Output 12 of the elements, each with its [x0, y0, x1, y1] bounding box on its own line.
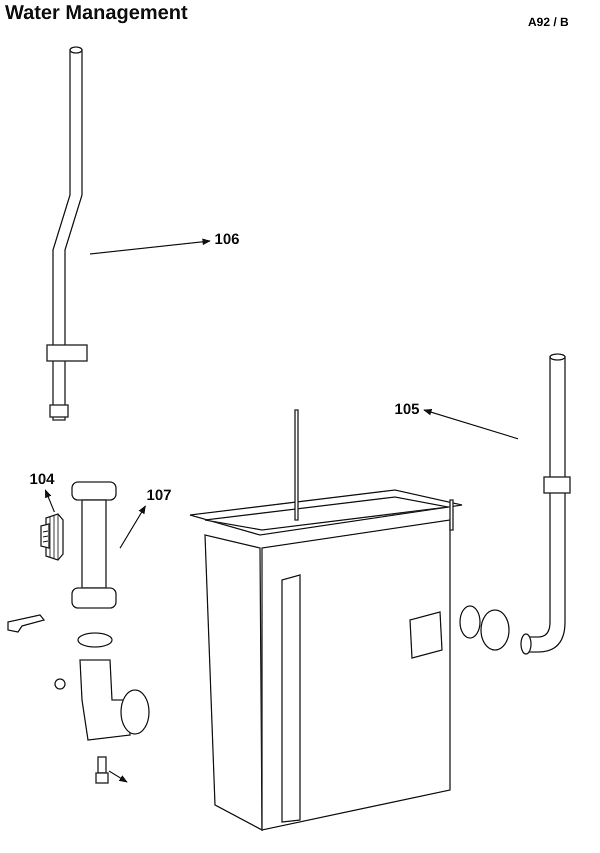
callout-number: 105 — [390, 400, 424, 420]
leader-line — [90, 238, 211, 255]
page-title: Water Management — [5, 1, 188, 26]
callout-number: 107 — [142, 486, 176, 506]
valve-knob-drawing — [40, 512, 64, 562]
callout-number: 104 — [25, 470, 59, 490]
arrow — [108, 770, 128, 783]
leader-line — [423, 409, 518, 440]
leader-line — [119, 505, 146, 548]
drawing-number: A92 / B — [528, 14, 569, 30]
callout-number: 106 — [210, 230, 244, 250]
leader-line — [44, 489, 55, 512]
